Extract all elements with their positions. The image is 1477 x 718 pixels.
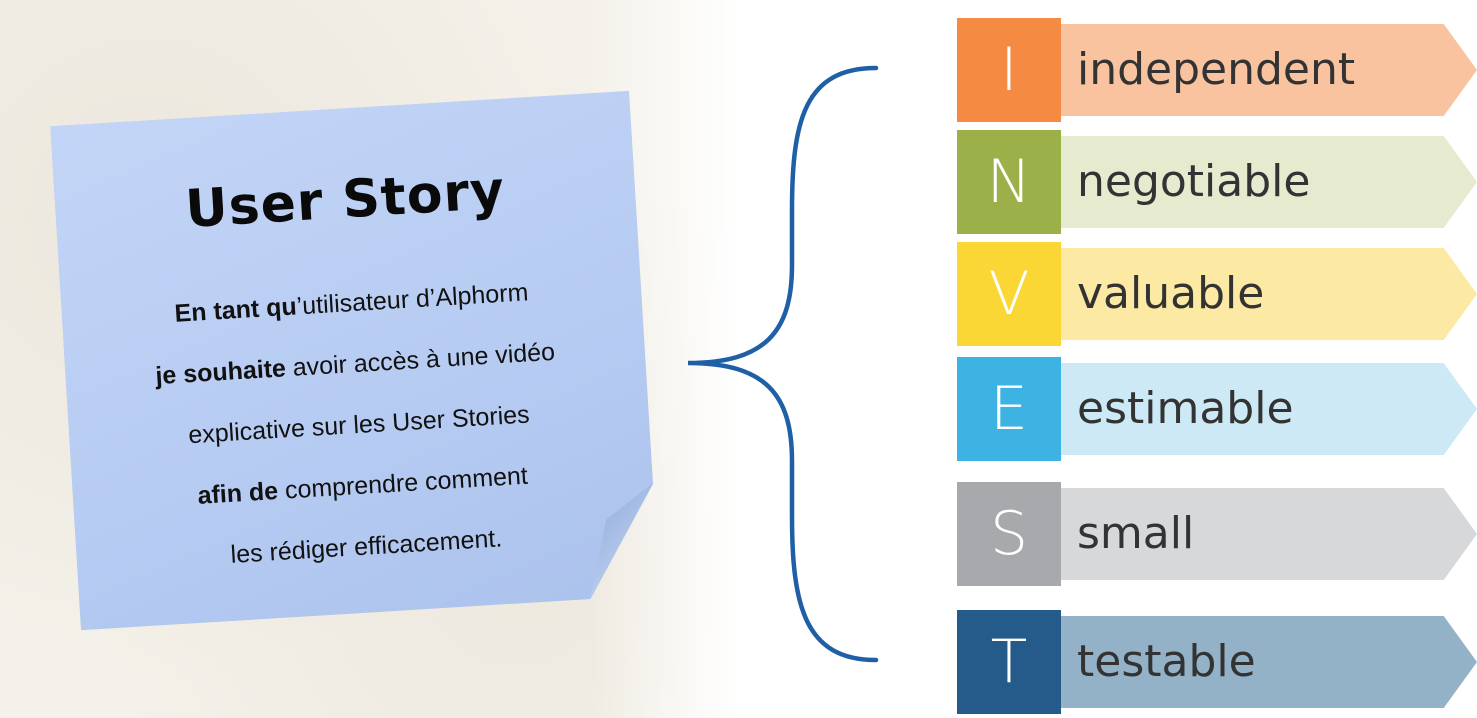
story-keyword: En tant qu [173, 292, 298, 328]
invest-word: estimable [1077, 383, 1294, 434]
arrow-band [1061, 24, 1477, 116]
letter-box: V [957, 242, 1061, 346]
story-keyword: je souhaite [154, 354, 287, 391]
invest-word: independent [1077, 44, 1356, 95]
invest-word: testable [1077, 636, 1256, 687]
letter-box: S [957, 482, 1061, 586]
invest-word: small [1077, 508, 1195, 559]
letter-box: I [957, 18, 1061, 122]
user-story-text: En tant qu’utilisateur d’Alphorm je souh… [60, 255, 658, 595]
arrow-band [1061, 248, 1477, 340]
curly-brace [687, 65, 879, 663]
story-text: comprendre comment [277, 461, 529, 505]
story-text: ’utilisateur d’Alphorm [295, 278, 530, 321]
letter-box: E [957, 357, 1061, 461]
arrow-band [1061, 136, 1477, 228]
story-text: les rédiger efficacement. [229, 524, 503, 569]
arrow-band [1061, 363, 1477, 455]
story-keyword: afin de [196, 476, 279, 510]
invest-word: valuable [1077, 268, 1265, 319]
invest-word: negotiable [1077, 156, 1311, 207]
letter-box: T [957, 610, 1061, 714]
sticky-note: User Story En tant qu’utilisateur d’Alph… [50, 91, 660, 630]
arrow-band [1061, 616, 1477, 708]
arrow-band [1061, 488, 1477, 580]
letter-box: N [957, 130, 1061, 234]
story-text: avoir accès à une vidéo [284, 337, 556, 383]
curly-brace-path [687, 65, 879, 663]
story-text: explicative sur les User Stories [187, 400, 531, 450]
